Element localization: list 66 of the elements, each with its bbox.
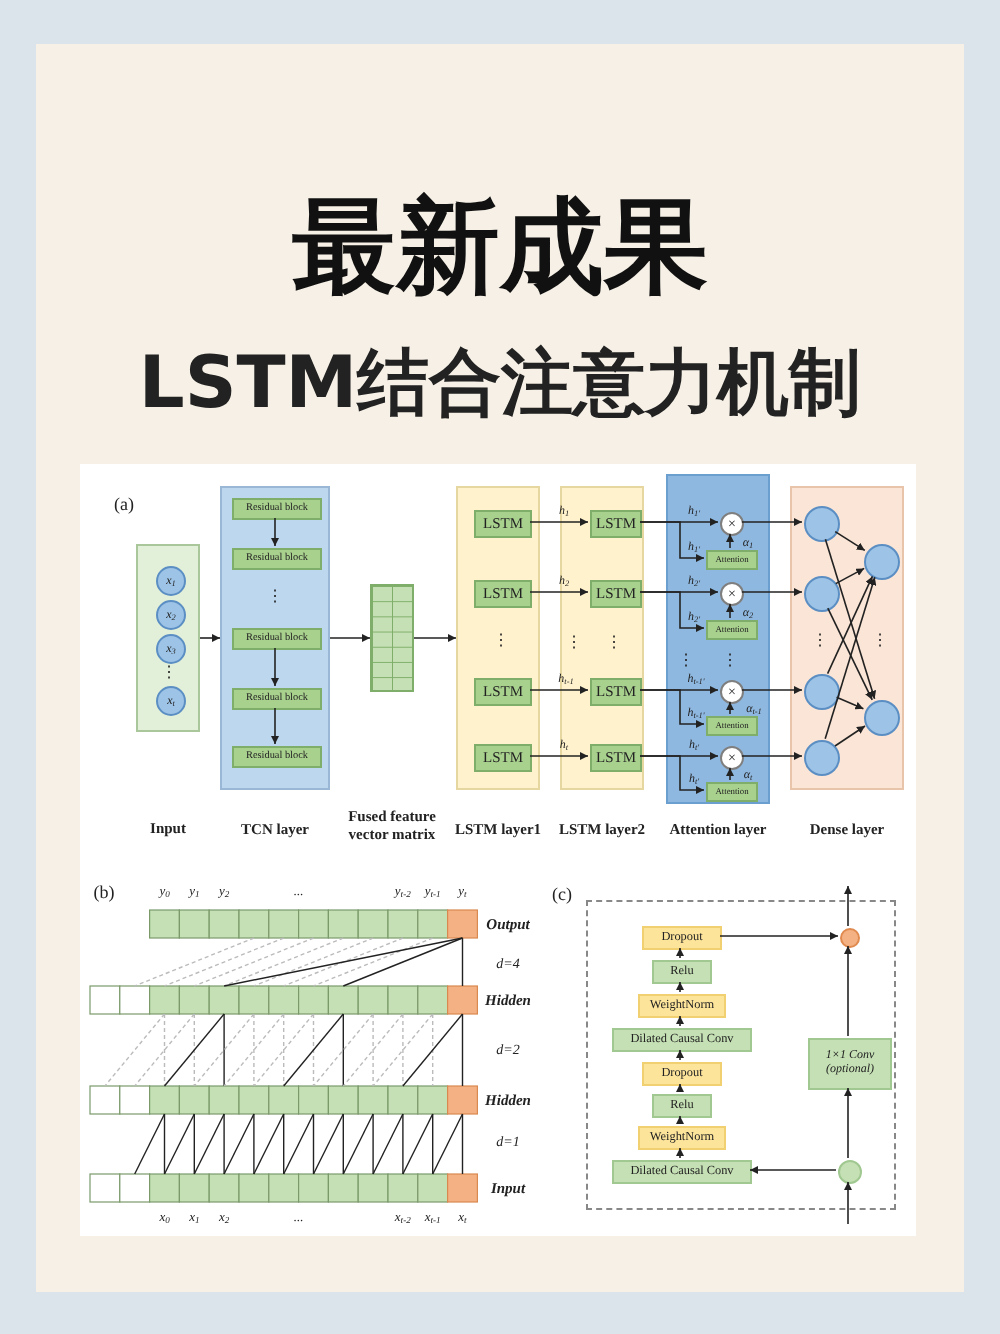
arrow <box>271 707 279 745</box>
arrow <box>676 1015 684 1027</box>
arrow <box>676 1147 684 1159</box>
arrow <box>529 686 589 694</box>
arrow <box>529 518 589 526</box>
arrow <box>741 752 803 760</box>
ellipsis-mark: ⋮ <box>872 631 888 649</box>
arrow <box>329 634 371 642</box>
arrow <box>824 576 877 740</box>
arrow <box>719 932 839 940</box>
arrow <box>271 647 279 687</box>
arrow <box>271 517 279 547</box>
panel-tag: (b) <box>93 882 115 902</box>
arrow <box>726 533 734 549</box>
arrow <box>827 607 873 701</box>
neuron-circle <box>804 506 840 542</box>
subtitle: LSTM结合注意力机制 <box>138 341 862 429</box>
arrow <box>726 603 734 619</box>
arrow <box>676 947 684 959</box>
neuron-circle <box>804 576 840 612</box>
feature-matrix <box>370 584 414 692</box>
neuron-circle <box>864 544 900 580</box>
arrow <box>639 521 705 562</box>
residual-frame <box>586 900 896 1210</box>
ellipsis-mark: ⋮ <box>812 631 828 649</box>
ellipsis-mark: ⋮ <box>267 587 283 605</box>
ellipsis-mark: ⋮ <box>678 651 694 669</box>
arrow <box>676 1049 684 1061</box>
panel-tag: (a) <box>114 494 134 514</box>
ellipsis-mark: ⋮ <box>161 663 177 681</box>
arrow <box>834 725 866 747</box>
arrow <box>834 530 866 552</box>
arrow <box>639 689 705 728</box>
arrow <box>749 1166 837 1174</box>
arrow <box>529 752 589 760</box>
arrow <box>676 981 684 993</box>
arrow <box>824 538 877 700</box>
ellipsis-mark: ⋮ <box>722 651 738 669</box>
arrow <box>639 755 705 794</box>
arrow <box>844 1087 852 1159</box>
arrow <box>844 945 852 1037</box>
arrow <box>676 1115 684 1125</box>
arrow <box>741 518 803 526</box>
arrow <box>741 588 803 596</box>
arrow <box>676 1083 684 1093</box>
arrow <box>835 696 865 710</box>
neuron-circle <box>804 674 840 710</box>
arrow <box>844 1181 852 1225</box>
arrow <box>639 591 705 632</box>
arrow <box>413 634 457 642</box>
neuron-circle <box>804 740 840 776</box>
arrow <box>726 701 734 715</box>
arrow <box>835 567 865 585</box>
arrow <box>726 767 734 781</box>
title: 最新成果 <box>292 196 708 300</box>
arrow <box>844 885 852 927</box>
arrow <box>529 588 589 596</box>
arrow <box>826 575 874 675</box>
arrow <box>741 686 803 694</box>
neuron-circle <box>864 700 900 736</box>
ellipsis-mark: ⋮ <box>606 633 622 651</box>
ellipsis-mark: ⋮ <box>493 631 509 649</box>
ellipsis-mark: ⋮ <box>566 633 582 651</box>
panel-tag: (c) <box>552 884 572 904</box>
input-panel <box>136 544 200 732</box>
arrow <box>199 634 221 642</box>
